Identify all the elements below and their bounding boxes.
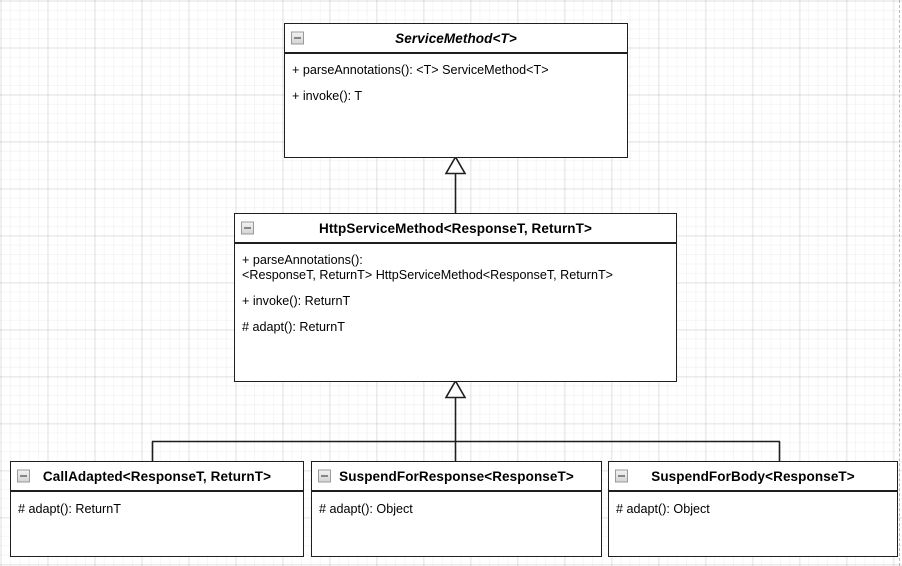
generalization-http-to-service [444, 155, 467, 213]
minus-icon[interactable] [17, 469, 30, 483]
uml-class-suspend-for-body[interactable]: SuspendForBody<ResponseT> # adapt(): Obj… [608, 461, 898, 557]
uml-class-name: SuspendForBody<ResponseT> [651, 468, 855, 484]
minus-icon[interactable] [241, 221, 254, 235]
uml-member: + parseAnnotations(): <ResponseT, Return… [242, 253, 614, 282]
uml-member: # adapt(): ReturnT [18, 502, 121, 516]
uml-class-members: # adapt(): Object [609, 491, 897, 556]
uml-class-name: HttpServiceMethod<ResponseT, ReturnT> [318, 220, 592, 236]
uml-member: + parseAnnotations(): <T> ServiceMethod<… [292, 63, 549, 77]
uml-member: + invoke(): T [292, 89, 363, 103]
uml-class-members: + parseAnnotations(): <T> ServiceMethod<… [285, 53, 627, 157]
uml-class-members: + parseAnnotations(): <ResponseT, Return… [235, 243, 676, 381]
uml-class-title-bar: ServiceMethod<T> [285, 24, 627, 53]
minus-icon[interactable] [291, 31, 304, 45]
uml-class-members: # adapt(): Object [312, 491, 601, 556]
uml-class-members: # adapt(): ReturnT [11, 491, 303, 556]
uml-member: # adapt(): ReturnT [242, 320, 345, 334]
uml-class-http-service-method[interactable]: HttpServiceMethod<ResponseT, ReturnT> + … [234, 213, 677, 382]
page-break-line [899, 0, 900, 566]
uml-class-name: SuspendForResponse<ResponseT> [339, 468, 574, 484]
uml-class-name: ServiceMethod<T> [395, 30, 517, 46]
minus-icon[interactable] [615, 469, 628, 483]
uml-class-call-adapted[interactable]: CallAdapted<ResponseT, ReturnT> # adapt(… [10, 461, 304, 557]
generalization-tree-children-to-http [151, 379, 781, 461]
uml-class-title-bar: HttpServiceMethod<ResponseT, ReturnT> [235, 214, 676, 243]
uml-class-title-bar: SuspendForResponse<ResponseT> [312, 462, 601, 491]
uml-member: + invoke(): ReturnT [242, 294, 351, 308]
uml-class-service-method[interactable]: ServiceMethod<T> + parseAnnotations(): <… [284, 23, 628, 158]
uml-class-suspend-for-response[interactable]: SuspendForResponse<ResponseT> # adapt():… [311, 461, 602, 557]
uml-member: # adapt(): Object [616, 502, 710, 516]
uml-member: # adapt(): Object [319, 502, 413, 516]
uml-class-name: CallAdapted<ResponseT, ReturnT> [42, 468, 272, 484]
minus-icon[interactable] [318, 469, 331, 483]
uml-class-title-bar: SuspendForBody<ResponseT> [609, 462, 897, 491]
uml-class-title-bar: CallAdapted<ResponseT, ReturnT> [11, 462, 303, 491]
